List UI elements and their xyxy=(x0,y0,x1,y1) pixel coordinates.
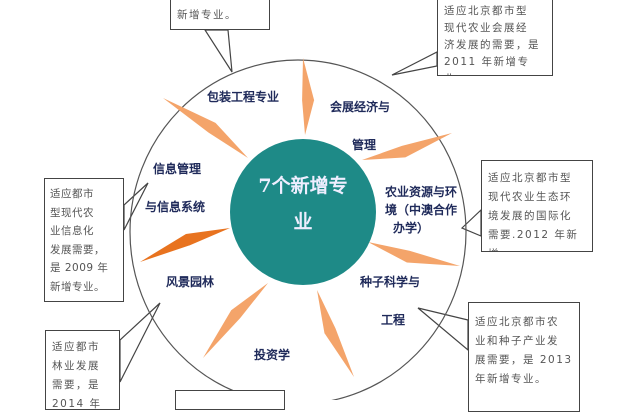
callout-line: 适应都市 xyxy=(52,341,100,353)
callout-line: 适应北京都市型 xyxy=(444,5,528,17)
major-info-management-2: 与信息系统 xyxy=(145,198,205,215)
callout-line: 是 2009 年 xyxy=(50,262,109,274)
callout-line: 发展需要， xyxy=(50,243,105,256)
major-investment: 投资学 xyxy=(254,346,290,363)
callout-info-management: 适应都市 型现代农 业信息化 发展需要， 是 2009 年 新增专业。 xyxy=(44,178,124,302)
center-circle xyxy=(230,139,376,285)
major-label: 会展经济与 xyxy=(330,100,391,114)
major-packaging: 包装工程专业 xyxy=(207,88,279,105)
callout-line: 适应北京都市农 xyxy=(475,316,559,328)
center-title-line: 7个新增专 xyxy=(258,175,348,197)
major-label: 种子科学与 xyxy=(360,275,421,289)
callout-line: 新增专业。 xyxy=(177,9,237,21)
callout-line: 展需要，是 2013 xyxy=(475,354,573,366)
callout-line: 适应都市 xyxy=(50,188,94,200)
callout-pointer xyxy=(203,29,233,73)
major-label: 管理 xyxy=(352,138,377,152)
callout-landscape: 适应都市 林业发展 需要，是 2014 年 xyxy=(45,330,120,410)
major-landscape: 风景园林 xyxy=(166,273,214,290)
major-label: 办学） xyxy=(393,221,430,235)
major-agri-resources: 农业资源与环 境（中澳合作 办学） xyxy=(385,183,457,237)
spike xyxy=(368,242,460,266)
major-seed-science-2: 工程 xyxy=(381,311,405,328)
callout-line: 需要，是 xyxy=(52,379,100,391)
callout-line: 2011 年新增专业。 xyxy=(444,56,530,75)
callout-line: 济发展的需要，是 xyxy=(444,39,540,51)
callout-line: 需要.2012 年新增 xyxy=(488,229,579,251)
major-info-management: 信息管理 xyxy=(153,160,201,177)
callout-pointer xyxy=(119,302,161,383)
major-label: 风景园林 xyxy=(166,275,215,289)
spike xyxy=(203,283,268,358)
outer-ring xyxy=(129,59,467,400)
major-label: 信息管理 xyxy=(153,162,202,176)
diagram-graphics xyxy=(119,29,482,400)
major-label: 与信息系统 xyxy=(145,200,206,214)
center-title-line: 业 xyxy=(293,211,313,233)
major-label: 包装工程专业 xyxy=(207,90,280,104)
spikes xyxy=(140,58,460,377)
major-exhibition-2: 管理 xyxy=(352,136,376,153)
spike xyxy=(140,228,230,262)
callout-line: 境发展的国际化 xyxy=(488,210,572,222)
callout-line: 业和种子产业发 xyxy=(475,335,559,347)
callout-packaging: 新增专业。 xyxy=(170,0,270,30)
spike xyxy=(302,58,315,135)
center-title: 7个新增专 业 xyxy=(230,168,376,240)
callout-agri-resources: 适应北京都市型 现代农业生态环 境发展的国际化 需要.2012 年新增 xyxy=(481,160,593,252)
callout-investment xyxy=(175,390,285,410)
major-label: 工程 xyxy=(381,313,406,327)
callout-line: 业信息化 xyxy=(50,225,94,237)
callout-line: 林业发展 xyxy=(52,360,100,372)
callout-line: 新增专业。 xyxy=(50,280,105,293)
spike xyxy=(163,98,248,158)
major-label: 农业资源与环 xyxy=(385,185,458,199)
major-label: 投资学 xyxy=(254,348,291,362)
major-label: 境（中澳合作 xyxy=(385,203,458,217)
callout-line: 现代农业会展经 xyxy=(444,22,528,34)
callout-line: 适应北京都市型 xyxy=(488,172,572,184)
spike xyxy=(362,133,452,160)
major-seed-science: 种子科学与 xyxy=(360,273,420,290)
callout-line: 2014 年 xyxy=(52,398,102,410)
callout-seed-science: 适应北京都市农 业和种子产业发 展需要，是 2013 年新增专业。 xyxy=(468,302,580,412)
callout-line: 现代农业生态环 xyxy=(488,191,572,203)
callout-line: 年新增专业。 xyxy=(475,373,547,385)
callout-pointer xyxy=(391,51,438,76)
spike xyxy=(317,290,354,377)
callout-pointers xyxy=(119,29,482,383)
major-exhibition: 会展经济与 xyxy=(330,98,390,115)
callout-line: 型现代农 xyxy=(50,206,94,219)
callout-exhibition: 适应北京都市型 现代农业会展经 济发展的需要，是 2011 年新增专业。 xyxy=(437,0,553,76)
